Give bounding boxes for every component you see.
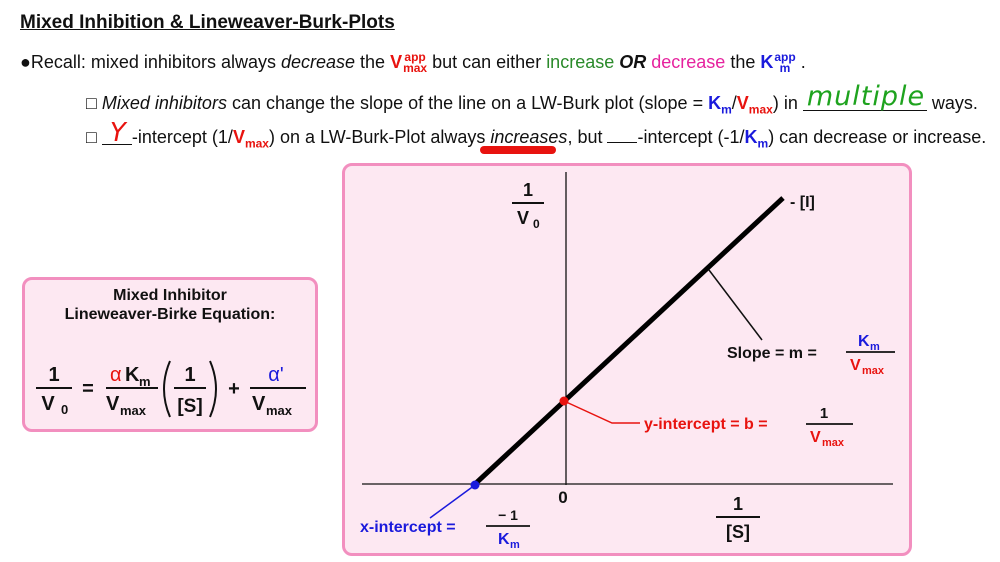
eq-plus: + — [228, 378, 240, 400]
km-sub: m — [757, 136, 769, 151]
bullet: ● — [20, 52, 31, 72]
point2-text2: ) on a LW-Burk-Plot always — [268, 127, 491, 147]
point-intercepts: □ Y-intercept (1/Vmax) on a LW-Burk-Plot… — [86, 118, 987, 151]
x-int-num: − 1 — [498, 507, 518, 523]
eq-left-paren — [163, 360, 171, 418]
inhibitor-line-label: - [I] — [790, 194, 815, 211]
increases-word: increases — [490, 127, 568, 147]
handwritten-y: Y — [109, 118, 126, 148]
slope-vmax-sub: max — [862, 365, 885, 377]
y-intercept-label: y-intercept = b = — [644, 416, 768, 433]
eq-vmax-sub-2: max — [266, 403, 293, 418]
point2-text5: ) can decrease or increase. — [768, 127, 987, 147]
decrease-word-2: decrease — [651, 52, 726, 72]
point1-text: can change the slope of the line on a LW… — [226, 93, 709, 113]
y-intercept-pointer — [563, 400, 640, 424]
point1-end: ways. — [926, 93, 978, 113]
recall-prefix: Recall: mixed inhibitors always — [30, 52, 281, 72]
plot-line — [473, 196, 785, 486]
handwritten-answer: multiple — [806, 81, 926, 112]
the-word-2: the — [725, 52, 761, 72]
point2-text1: -intercept (1/ — [131, 127, 233, 147]
page-title: Mixed Inhibition & Lineweaver-Burk-Plots — [20, 12, 395, 33]
eq-v0: V — [41, 393, 55, 415]
slope-km-sub: m — [870, 341, 880, 353]
slope-vmax: V — [850, 357, 861, 374]
y-axis-label-den: V — [517, 208, 529, 228]
x-intercept-pointer — [429, 484, 476, 519]
slope-pointer — [708, 269, 763, 341]
y-int-num: 1 — [820, 405, 828, 422]
point2-text3: , but — [567, 127, 608, 147]
eq-km: K — [125, 364, 140, 386]
checkbox-icon: □ — [86, 93, 97, 113]
answer-blank: multiple — [802, 81, 927, 112]
mixed-inhibitors-text: Mixed inhibitors — [101, 93, 227, 113]
checkbox-icon: □ — [86, 127, 97, 147]
vmax-letter: V — [232, 127, 245, 147]
km-app-letter: K — [760, 52, 774, 72]
eq-right-paren — [209, 360, 217, 418]
vmax-app-letter: V — [390, 52, 403, 72]
eq-equals: = — [82, 378, 94, 400]
eq-one-2: 1 — [184, 364, 195, 386]
y-int-vmax-sub: max — [822, 437, 845, 449]
km-sub: m — [721, 102, 732, 117]
y-axis-label-num: 1 — [523, 180, 533, 200]
increase-word: increase — [546, 52, 615, 72]
km-letter: K — [708, 93, 722, 113]
point-slope: □ Mixed inhibitors can change the slope … — [86, 81, 978, 117]
eq-alpha-prime: α' — [268, 364, 283, 386]
eq-s: [S] — [177, 396, 202, 417]
eq-one: 1 — [48, 364, 59, 386]
vmax-letter: V — [736, 93, 749, 113]
km-sub: m — [779, 61, 791, 76]
eq-vmax-2: V — [252, 393, 266, 415]
point1-close: ) in — [772, 93, 803, 113]
y-axis-label-den-sub: 0 — [533, 217, 540, 231]
km-letter: K — [744, 127, 758, 147]
red-highlight-mark — [480, 146, 556, 154]
equation-title-2: Lineweaver-Birke Equation: — [64, 306, 276, 323]
recall-middle: but can either — [427, 52, 547, 72]
x-int-km-sub: m — [510, 539, 520, 551]
slope-km: K — [858, 333, 870, 350]
x-int-km: K — [498, 531, 510, 548]
decrease-word: decrease — [280, 52, 356, 72]
equation-box: Mixed Inhibitor Lineweaver-Birke Equatio… — [22, 277, 318, 432]
vmax-sub: max — [748, 102, 773, 117]
eq-km-sub: m — [139, 374, 151, 389]
origin-label: 0 — [558, 488, 567, 507]
x-axis-label-den: [S] — [726, 522, 750, 542]
y-int-vmax: V — [810, 429, 821, 446]
vmax-sub: max — [244, 136, 269, 151]
eq-vmax: V — [106, 393, 120, 415]
x-axis-label-num: 1 — [733, 494, 743, 514]
the-word: the — [355, 52, 391, 72]
eq-vmax-sub: max — [120, 403, 147, 418]
or-word: OR — [614, 52, 652, 72]
vmax-sup: app — [404, 50, 426, 65]
y-answer-blank: Y — [101, 118, 132, 148]
km-sup: app — [774, 50, 796, 65]
eq-alpha: α — [110, 364, 122, 386]
empty-blank — [607, 128, 638, 143]
lw-burk-plot-box — [342, 163, 912, 556]
point2-text4: -intercept (-1/ — [637, 127, 745, 147]
x-intercept-label: x-intercept = — [360, 519, 456, 536]
equation-title-1: Mixed Inhibitor — [113, 287, 227, 304]
slash: / — [731, 93, 737, 113]
recall-line: ●Recall: mixed inhibitors always decreas… — [20, 50, 806, 76]
eq-v0-sub: 0 — [61, 402, 68, 417]
equation-svg: 1 V 0 = α K m V max 1 [S] + α' V max — [36, 360, 306, 418]
vmax-sub: max — [403, 61, 428, 76]
recall-end: . — [795, 52, 806, 72]
slope-label: Slope = m = — [727, 345, 817, 362]
